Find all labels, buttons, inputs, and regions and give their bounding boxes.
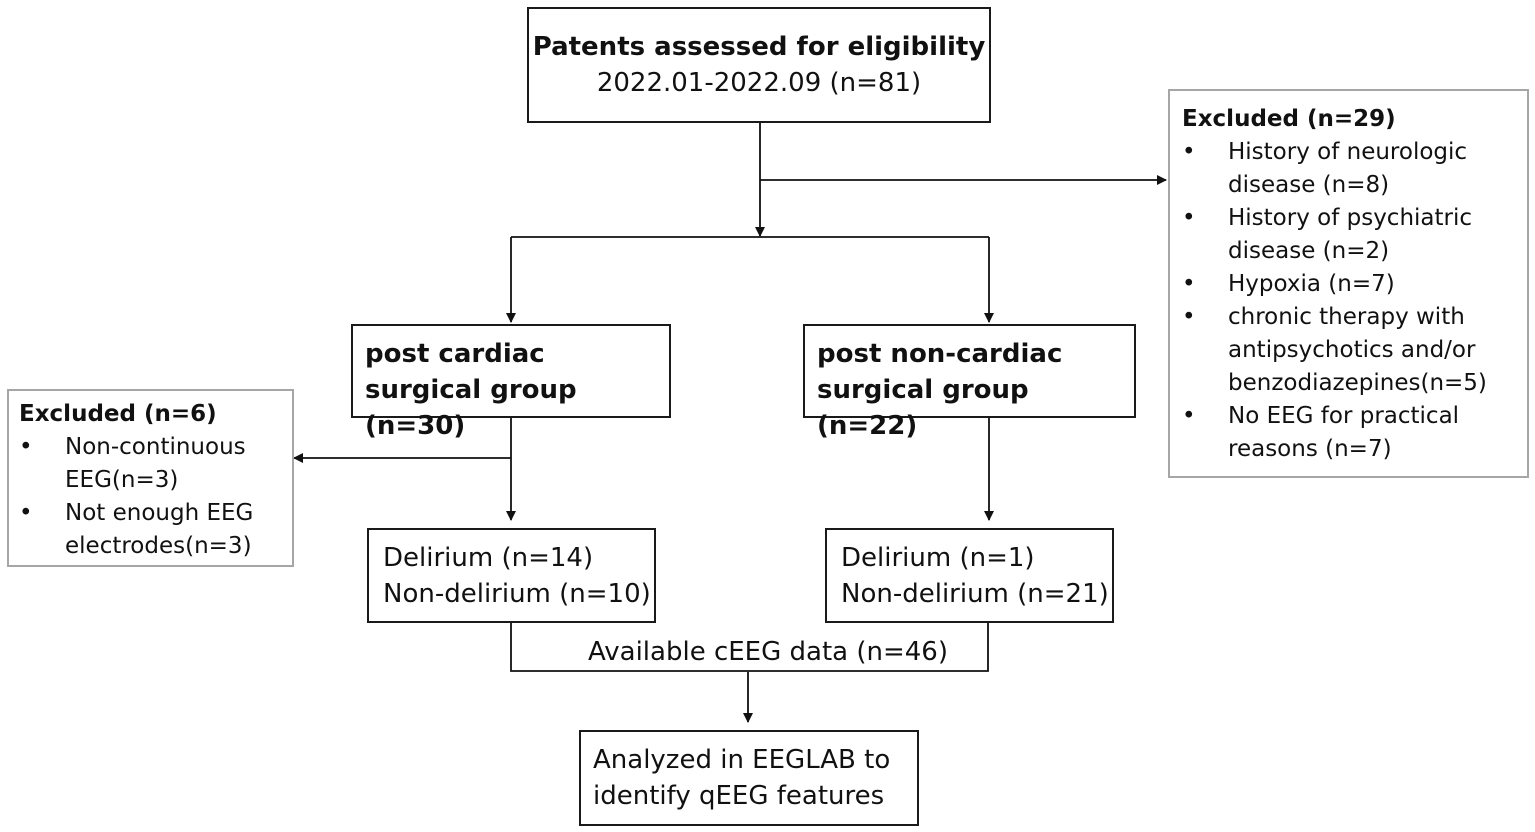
excluded-left-item: Non-continuous EEG(n=3): [19, 431, 292, 497]
eligibility-box: Patents assessed for eligibility 2022.01…: [527, 7, 991, 123]
excluded-top-item: chronic therapy with antipsychotics and/…: [1182, 301, 1527, 400]
excluded-left-title: Excluded (n=6): [19, 401, 217, 427]
cardiac-group-box: post cardiac surgical group (n=30): [351, 324, 671, 441]
noncardiac-group-box: post non-cardiac surgical group (n=22): [803, 324, 1136, 441]
available-label: Available cEEG data (n=46): [588, 637, 948, 667]
cardiac-outcome-box: Delirium (n=14) Non-delirium (n=10): [367, 528, 656, 623]
excluded-left-box: Excluded (n=6) Non-continuous EEG(n=3) N…: [7, 389, 294, 567]
excluded-top-item: No EEG for practical reasons (n=7): [1182, 400, 1527, 466]
analyzed-box: Analyzed in EEGLAB to identify qEEG feat…: [579, 730, 919, 826]
noncardiac-outcome-box: Delirium (n=1) Non-delirium (n=21): [825, 528, 1114, 623]
noncardiac-non-delirium: Non-delirium (n=21): [841, 579, 1109, 609]
excluded-top-list: History of neurologic disease (n=8) Hist…: [1182, 136, 1527, 466]
cardiac-non-delirium: Non-delirium (n=10): [383, 579, 651, 609]
cardiac-delirium: Delirium (n=14): [383, 543, 594, 573]
merge-bracket: [510, 622, 989, 672]
analyzed-label: Analyzed in EEGLAB to identify qEEG feat…: [593, 745, 891, 811]
excluded-top-title: Excluded (n=29): [1182, 106, 1396, 132]
excluded-top-item: History of neurologic disease (n=8): [1182, 136, 1527, 202]
cardiac-group-label: post cardiac surgical group (n=30): [365, 339, 577, 441]
eligibility-title: Patents assessed for eligibility: [532, 32, 986, 62]
excluded-top-item: History of psychiatric disease (n=2): [1182, 202, 1527, 268]
excluded-top-box: Excluded (n=29) History of neurologic di…: [1168, 89, 1529, 478]
noncardiac-group-label: post non-cardiac surgical group (n=22): [817, 339, 1063, 441]
excluded-left-item: Not enough EEG electrodes(n=3): [19, 497, 292, 563]
eligibility-subtitle: 2022.01-2022.09 (n=81): [596, 68, 922, 98]
excluded-top-item: Hypoxia (n=7): [1182, 268, 1527, 301]
excluded-left-list: Non-continuous EEG(n=3) Not enough EEG e…: [19, 431, 292, 563]
noncardiac-delirium: Delirium (n=1): [841, 543, 1035, 573]
